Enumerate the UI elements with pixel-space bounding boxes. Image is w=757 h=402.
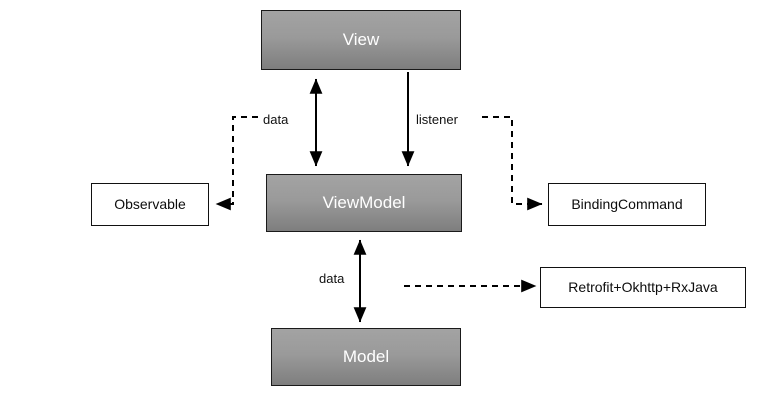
node-model[interactable]: Model: [271, 328, 461, 386]
edge-label-data-top: data: [263, 112, 289, 127]
node-observable[interactable]: Observable: [91, 183, 209, 226]
node-observable-label: Observable: [114, 195, 186, 212]
edge-label-listener: listener: [416, 112, 458, 127]
node-viewmodel-label: ViewModel: [322, 192, 406, 212]
node-network-stack[interactable]: Retrofit+Okhttp+RxJava: [540, 267, 746, 308]
node-network-stack-label: Retrofit+Okhttp+RxJava: [568, 278, 718, 295]
node-view-label: View: [342, 29, 380, 49]
node-view[interactable]: View: [261, 10, 461, 70]
node-model-label: Model: [342, 346, 390, 366]
node-viewmodel[interactable]: ViewModel: [266, 174, 462, 232]
edge-label-data-bottom: data: [319, 271, 345, 286]
node-binding-command-label: BindingCommand: [571, 195, 683, 212]
node-binding-command[interactable]: BindingCommand: [548, 183, 706, 226]
